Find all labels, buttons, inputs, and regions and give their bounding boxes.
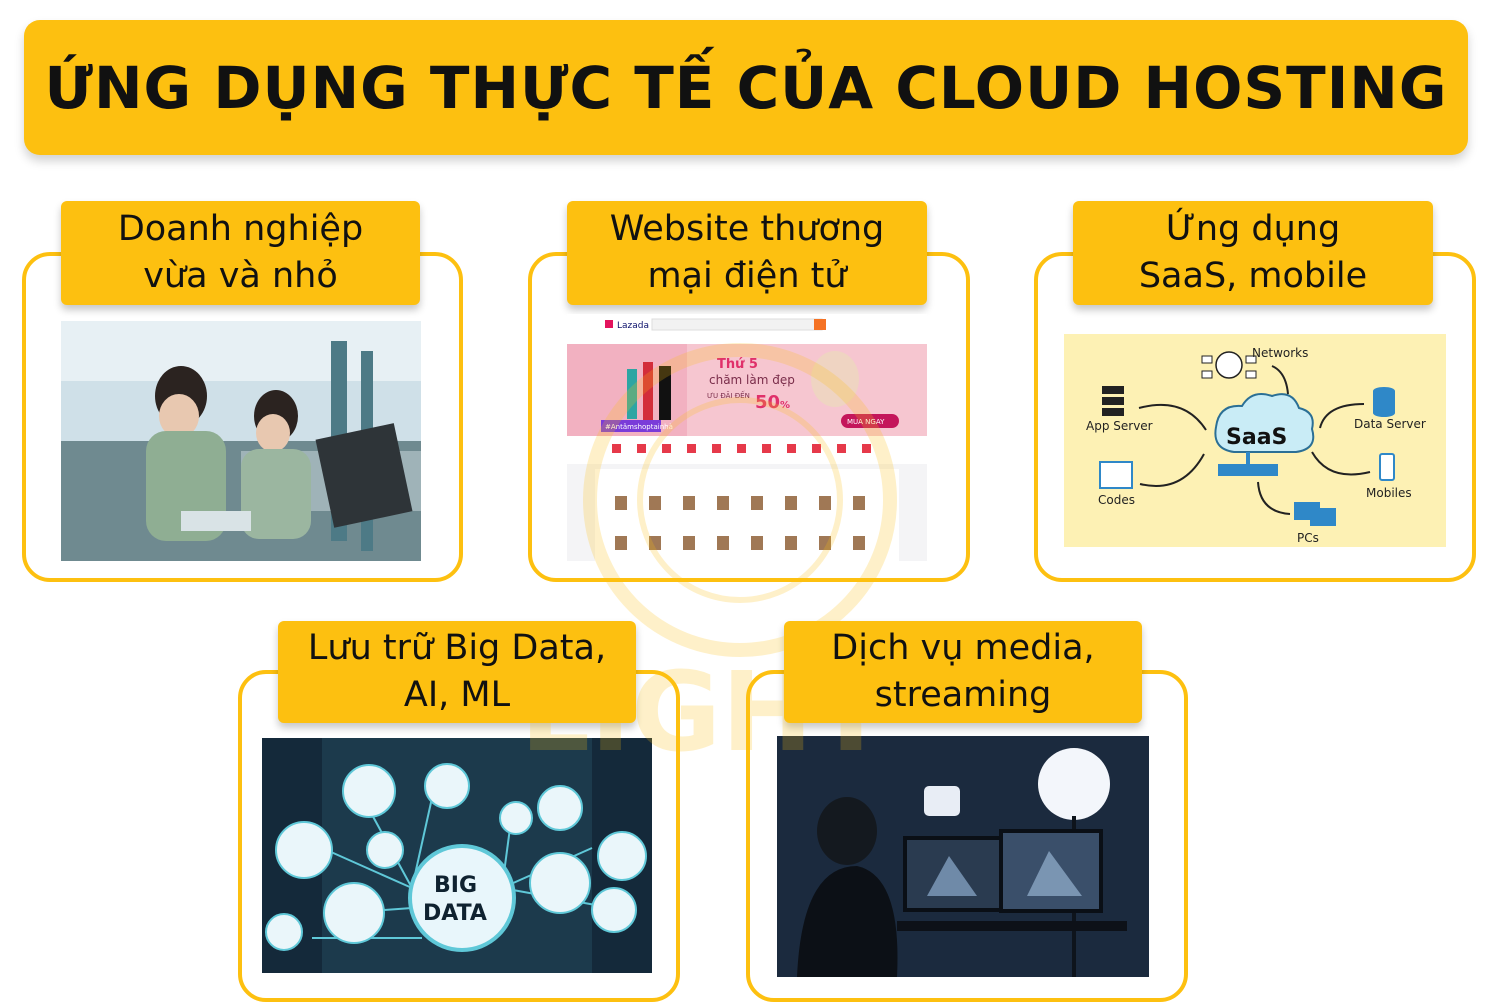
big-data-text-line2: DATA	[423, 901, 487, 926]
lazada-logo-text: Lazada	[617, 321, 649, 331]
card-bigdata-label-line1: Lưu trữ Big Data,	[307, 628, 607, 668]
app-server-arrow	[1138, 403, 1207, 431]
small-light-icon	[924, 786, 960, 816]
promo-percent-sign: %	[780, 400, 790, 411]
trend-down-node-icon	[323, 882, 385, 944]
card-media-label-line2: streaming	[874, 675, 1052, 715]
flowchart-node-icon	[499, 801, 533, 835]
card-saas-label: Ứng dụng SaaS, mobile	[1073, 201, 1433, 305]
card-media-label-line1: Dịch vụ media,	[831, 628, 1095, 668]
networks-arrow	[1271, 365, 1289, 395]
bar-chart-node-icon	[342, 764, 396, 818]
card-saas-label-line1: Ứng dụng	[1165, 209, 1341, 249]
big-data-image: BIG DATA	[262, 738, 652, 973]
streamer-setup-image	[777, 736, 1149, 977]
pcs-label: PCs	[1297, 531, 1319, 545]
page-title: ỨNG DỤNG THỰC TẾ CỦA CLOUD HOSTING	[44, 53, 1448, 122]
codes-arrow	[1139, 453, 1205, 487]
diagram-node-icon	[597, 831, 647, 881]
saas-cloud-icon	[1214, 393, 1315, 453]
lazada-heart-icon	[605, 320, 613, 328]
binary-node-icon	[275, 821, 333, 879]
mobiles-icon	[1379, 453, 1395, 481]
promo-day: Thứ 5	[717, 357, 758, 372]
card-media-label: Dịch vụ media, streaming	[784, 621, 1142, 723]
pcs-arrow	[1257, 481, 1291, 515]
networks-label: Networks	[1252, 346, 1308, 360]
card-sme-label: Doanh nghiệp vừa và nhỏ	[61, 201, 420, 305]
data-server-icon	[1373, 387, 1395, 417]
mobiles-arrow	[1311, 451, 1371, 476]
monitor-node-icon	[366, 831, 404, 869]
title-banner: ỨNG DỤNG THỰC TẾ CỦA CLOUD HOSTING	[24, 20, 1468, 155]
codes-label: Codes	[1098, 493, 1135, 507]
trend-up-node-icon	[591, 887, 637, 933]
promo-text: chăm làm đẹp	[709, 373, 795, 387]
card-saas-label-line2: SaaS, mobile	[1138, 256, 1368, 296]
big-data-text-line1: BIG	[434, 873, 477, 898]
percent-node-icon	[537, 785, 583, 831]
lazada-ecommerce-screenshot: Lazada Thứ 5 chăm làm đẹp ƯU ĐÃI ĐẾN 50 …	[567, 314, 927, 561]
promo-cta: MUA NGAY	[847, 418, 885, 426]
card-bigdata-label: Lưu trữ Big Data, AI, ML	[278, 621, 636, 723]
card-ecommerce-label-line1: Website thương	[609, 209, 885, 249]
saas-center-label: SaaS	[1226, 425, 1287, 450]
factory-workers-image	[61, 321, 421, 561]
saas-diagram: SaaS Networks App Server Data Server Cod…	[1064, 334, 1446, 547]
codes-icon	[1099, 461, 1133, 489]
ring-light-icon	[1038, 748, 1110, 820]
mobiles-label: Mobiles	[1366, 486, 1412, 500]
share-node-icon	[265, 913, 303, 951]
app-server-icon	[1102, 386, 1124, 416]
data-server-arrow	[1319, 403, 1365, 429]
card-sme-label-line1: Doanh nghiệp	[117, 209, 364, 249]
data-server-label: Data Server	[1354, 417, 1426, 431]
card-sme-label-line2: vừa và nhỏ	[143, 256, 338, 296]
app-server-label: App Server	[1086, 419, 1153, 433]
promo-prefix: ƯU ĐÃI ĐẾN	[707, 390, 750, 400]
lazada-search-icon	[814, 319, 826, 330]
card-bigdata-label-line2: AI, ML	[403, 675, 511, 715]
networks-icon	[1215, 351, 1243, 379]
laptop-node-icon	[529, 852, 591, 914]
card-ecommerce-label: Website thương mại điện tử	[567, 201, 927, 305]
card-ecommerce-label-line2: mại điện tử	[647, 256, 847, 296]
promo-percent: 50	[755, 392, 780, 413]
magnifier-node-icon	[424, 763, 470, 809]
hashtag-badge: #Antâmshoptainhà	[605, 423, 673, 431]
big-data-hub-icon	[408, 844, 516, 952]
